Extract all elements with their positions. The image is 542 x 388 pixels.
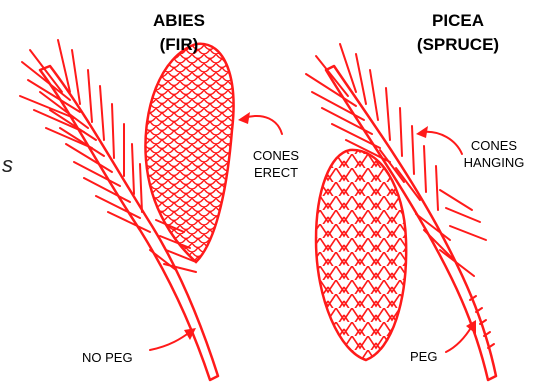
spruce-title-line2: (SPRUCE) — [417, 35, 499, 54]
cones-hanging-arrow — [422, 132, 462, 154]
fir-title-line1: ABIES — [153, 11, 205, 30]
cones-erect-label-line1: CONES — [253, 148, 300, 163]
cones-hanging-label-line2: HANGING — [464, 155, 525, 170]
fir-title-line2: (FIR) — [160, 35, 199, 54]
cones-erect-arrow — [244, 116, 282, 134]
cones-hanging-label-line1: CONES — [471, 138, 518, 153]
spruce-cone — [316, 150, 406, 360]
spruce-title-line1: PICEA — [432, 11, 484, 30]
no-peg-label: NO PEG — [82, 350, 133, 365]
cones-hanging-arrowhead — [416, 126, 428, 138]
peg-arrow — [446, 326, 472, 352]
cones-erect-arrowhead — [238, 112, 250, 124]
fir-cone — [145, 44, 233, 262]
spruce-illustration — [306, 44, 496, 380]
no-peg-arrow — [150, 332, 190, 350]
edge-text-fragment: s — [2, 152, 13, 177]
peg-label: PEG — [410, 349, 437, 364]
cones-erect-label-line2: ERECT — [254, 165, 298, 180]
fir-illustration — [20, 40, 282, 380]
